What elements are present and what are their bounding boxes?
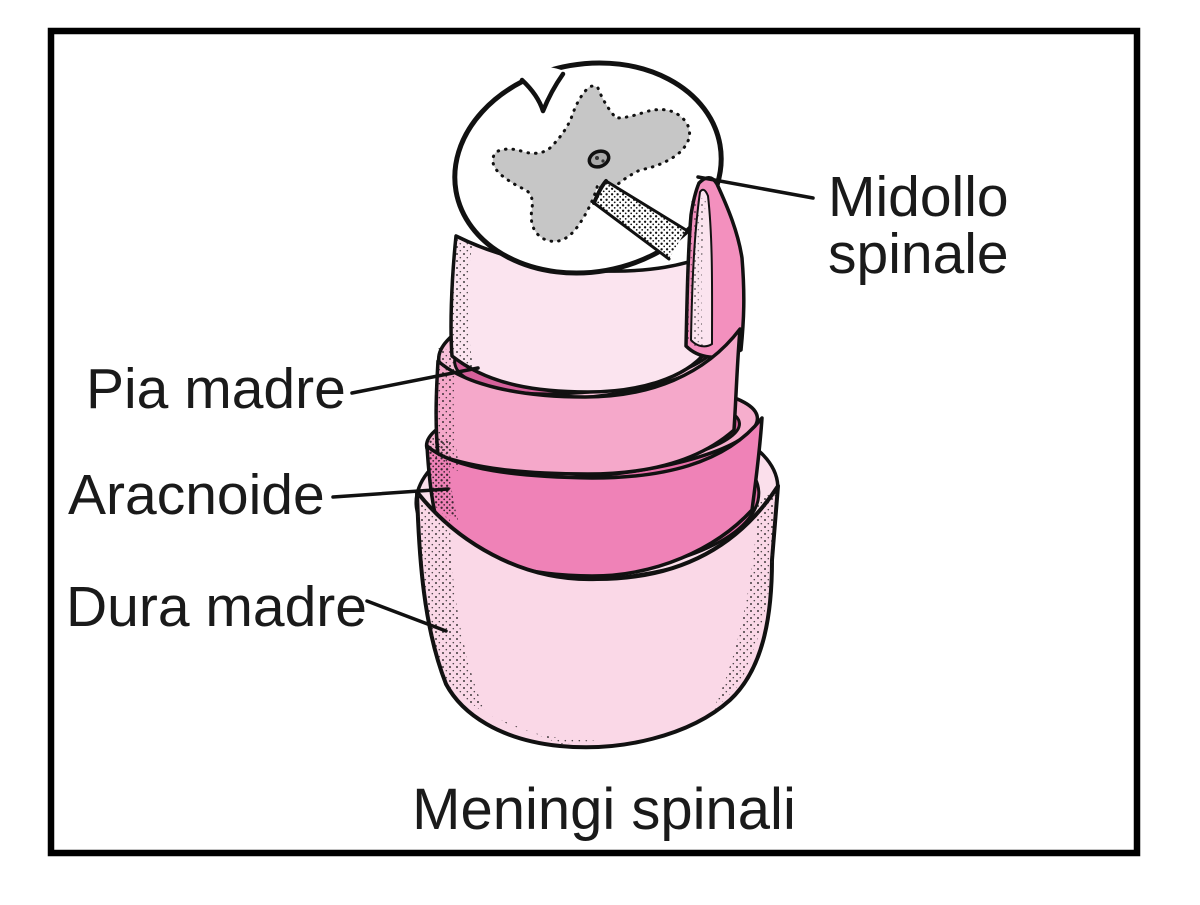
posterior-sulcus-wedge [592,179,688,261]
dura-leader-line [365,599,448,633]
label-dura-madre: Dura madre [66,575,367,639]
stipple-shading [417,238,777,744]
label-midollo-spinale-line2: spinale [828,222,1009,286]
central-canal [587,149,611,169]
figure-title: Meningi spinali [412,777,796,842]
dorsal-cord-piece [684,176,746,359]
midollo-leader-line [696,175,815,200]
label-pia-madre: Pia madre [86,357,346,421]
pia-leader-line [350,366,480,395]
leader-lines [331,175,815,633]
label-aracnoide: Aracnoide [68,463,325,527]
label-midollo-spinale-line1: Midollo [828,165,1009,229]
figure-border-frame [47,27,1141,857]
median-fissure-notch [518,67,566,114]
aracnoide-leader-line [331,487,450,499]
